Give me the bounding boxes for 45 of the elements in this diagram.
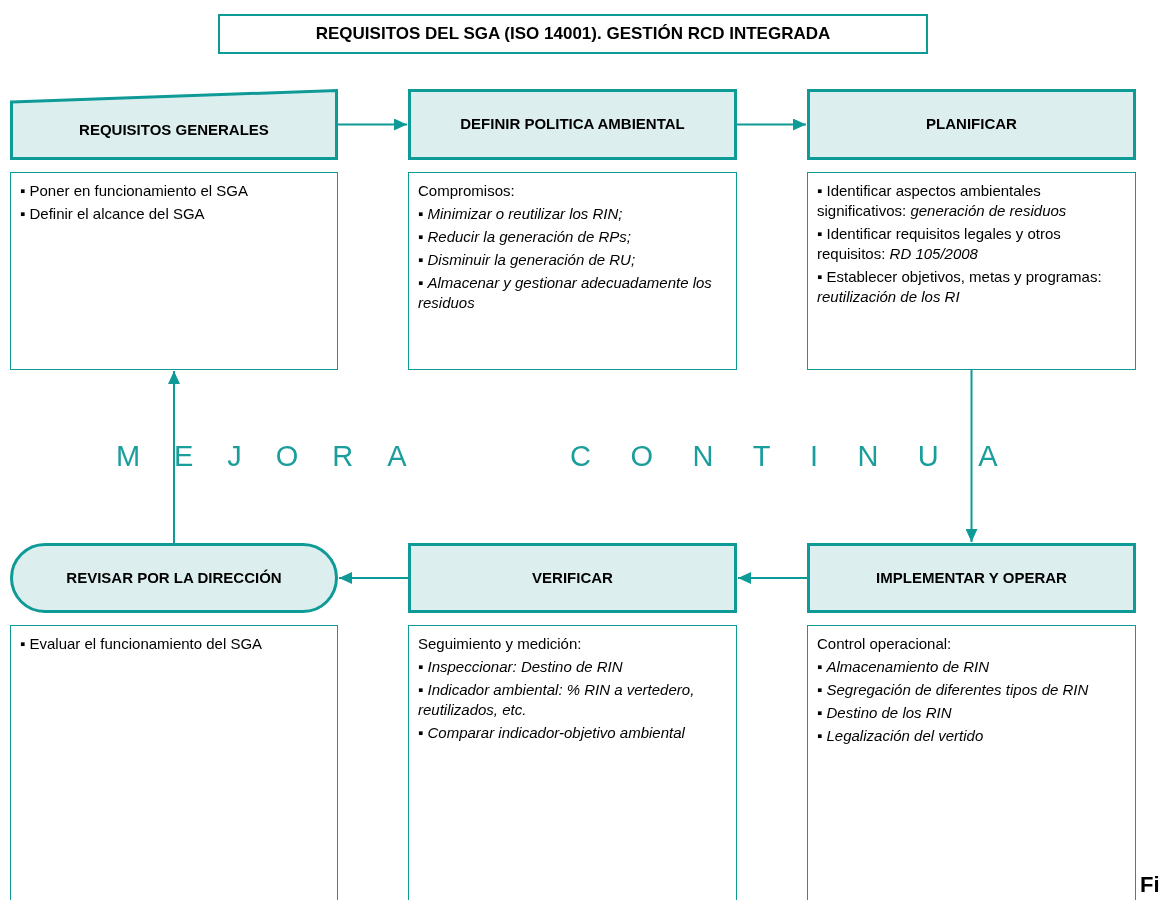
list-item: Control operacional: xyxy=(817,634,953,654)
list-item: ▪ Almacenar y gestionar adecuadamente los residuos xyxy=(418,273,713,313)
text-panel xyxy=(807,625,1136,900)
title-box: REQUISITOS DEL SGA (ISO 14001). GESTIÓN RCD INTEGRADA xyxy=(218,14,928,54)
stage-header-box xyxy=(10,89,338,160)
text-panel xyxy=(807,172,1136,370)
list-item: Seguimiento y medición: xyxy=(418,634,583,654)
list-item: ▪ Disminuir la generación de RU; xyxy=(418,250,637,270)
stage-header-box xyxy=(408,89,737,160)
list-item: ▪ Identificar requisitos legales y otros requisitos: RD 105/2008 xyxy=(817,224,1062,264)
stage-title: IMPLEMENTAR Y OPERAR xyxy=(876,567,1067,588)
stage-title: PLANIFICAR xyxy=(926,114,1017,135)
stage-title: REVISAR POR LA DIRECCIÓN xyxy=(66,567,282,588)
list-item: ▪ Definir el alcance del SGA xyxy=(20,204,206,224)
figure-caption-fragment: Fi xyxy=(1140,871,1160,899)
list-item: ▪ Minimizar o reutilizar los RIN; xyxy=(418,204,624,224)
arrow xyxy=(737,572,808,584)
text-panel xyxy=(408,172,737,370)
list-item: ▪ Evaluar el funcionamiento del SGA xyxy=(20,634,264,654)
arrow xyxy=(168,370,180,544)
arrow xyxy=(736,118,807,131)
list-item: ▪ Comparar indicador-objetivo ambiental xyxy=(418,723,686,743)
list-item: ▪ Almacenamiento de RIN xyxy=(817,657,991,677)
stage-title: VERIFICAR xyxy=(532,567,613,588)
list-item: Compromisos: xyxy=(418,181,516,201)
list-item: ▪ Reducir la generación de RPs; xyxy=(418,227,632,247)
stage-header-box xyxy=(807,89,1136,160)
list-item: ▪ Inspeccionar: Destino de RIN xyxy=(418,657,624,677)
stage-header-box xyxy=(408,543,737,613)
text-panel xyxy=(10,625,338,900)
stage-title: DEFINIR POLITICA AMBIENTAL xyxy=(460,114,685,135)
list-item: ▪ Segregación de diferentes tipos de RIN xyxy=(817,680,1090,700)
list-item: ▪ Establecer objetivos, metas y programas: reutilización de los RI xyxy=(817,267,1103,307)
text-panel xyxy=(408,625,737,900)
arrow xyxy=(338,572,409,584)
text-panel xyxy=(10,172,338,370)
stage-header-box xyxy=(807,543,1136,613)
list-item: ▪ Identificar aspectos ambientales significativos: generación de residuos xyxy=(817,181,1068,221)
arrow xyxy=(337,118,408,131)
arrow xyxy=(965,369,978,543)
stage-title: REQUISITOS GENERALES xyxy=(79,120,269,141)
list-item: ▪ Indicador ambiental: % RIN a vertedero, reutilizados, etc. xyxy=(418,680,696,720)
list-item: ▪ Destino de los RIN xyxy=(817,703,953,723)
list-item: ▪ Legalización del vertido xyxy=(817,726,985,746)
list-item: ▪ Poner en funcionamiento el SGA xyxy=(20,181,249,201)
